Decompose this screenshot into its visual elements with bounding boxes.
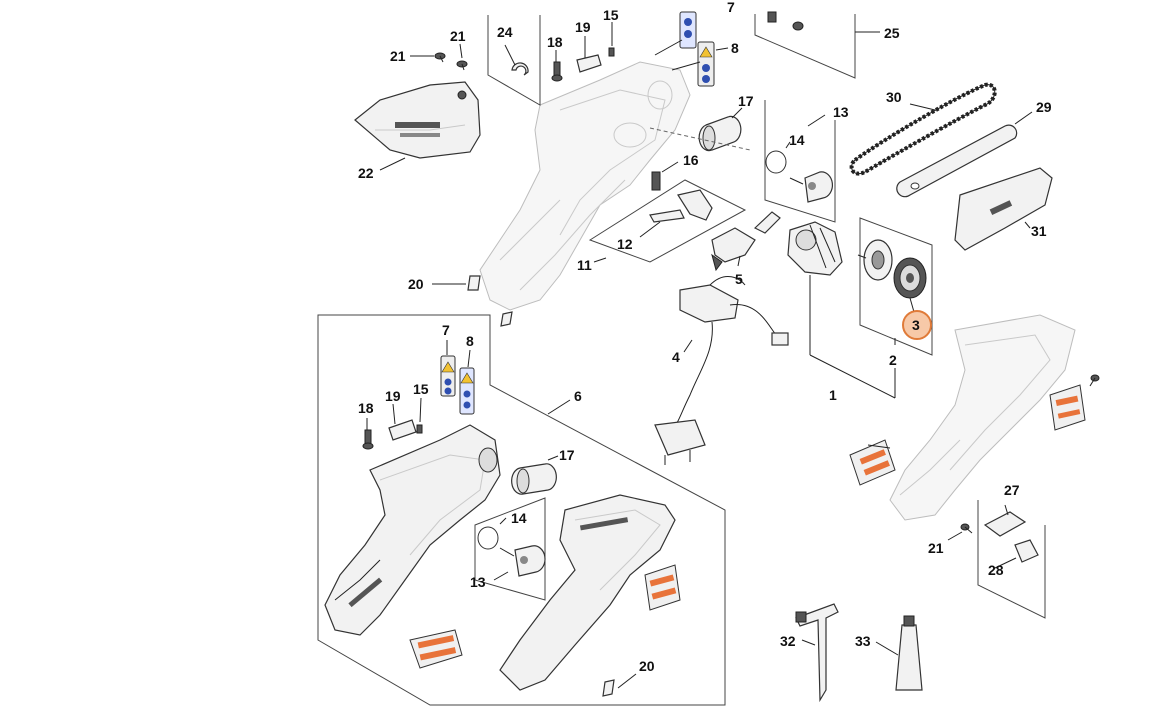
callout-27[interactable]: 27 (1004, 482, 1020, 498)
housing-right-half[interactable] (499, 494, 676, 691)
callout-21-b[interactable]: 21 (450, 28, 466, 44)
housing-upper-ghost (479, 61, 691, 311)
callout-8-top[interactable]: 8 (731, 40, 739, 56)
callout-33[interactable]: 33 (855, 633, 871, 649)
housing-left-half[interactable] (324, 424, 501, 636)
callout-12[interactable]: 12 (617, 236, 633, 252)
bolt-19-bottom[interactable] (388, 419, 417, 441)
plate-27[interactable] (983, 511, 1027, 537)
callout-29[interactable]: 29 (1036, 99, 1052, 115)
callout-3[interactable]: 3 (912, 317, 920, 333)
callout-17-top[interactable]: 17 (738, 93, 754, 109)
sticker-bottom-left[interactable] (409, 629, 463, 669)
oring-14-top[interactable] (765, 150, 787, 174)
screw-18-top[interactable] (551, 61, 563, 82)
callout-25[interactable]: 25 (884, 25, 900, 41)
frame-13-top (764, 100, 836, 223)
sprocket-3[interactable] (893, 257, 927, 299)
sleeve-17-bottom[interactable] (511, 463, 557, 495)
warning-sticker-7-top[interactable] (679, 11, 697, 49)
callout-18-top[interactable]: 18 (547, 34, 563, 50)
callout-32[interactable]: 32 (780, 633, 796, 649)
callout-3-highlight[interactable] (902, 310, 932, 340)
clip-20-bottom[interactable] (602, 679, 615, 697)
callout-21-c[interactable]: 21 (928, 540, 944, 556)
callout-1[interactable]: 1 (829, 387, 837, 403)
screw-21-a[interactable] (434, 52, 446, 63)
clip-24[interactable] (511, 62, 529, 76)
sleeve-17-top[interactable] (698, 115, 742, 152)
cable-harness-4[interactable] (654, 276, 789, 465)
frame-24 (487, 15, 541, 106)
callout-6[interactable]: 6 (574, 388, 582, 404)
callout-19-top[interactable]: 19 (575, 19, 591, 35)
callout-8-bottom[interactable]: 8 (466, 333, 474, 349)
warning-sticker-8-bottom[interactable] (459, 367, 475, 415)
callout-7-top[interactable]: 7 (727, 0, 735, 15)
callout-15-top[interactable]: 15 (603, 7, 619, 23)
combination-wrench-32[interactable] (795, 603, 839, 703)
callout-13-top[interactable]: 13 (833, 104, 849, 120)
grease-tube-33[interactable] (895, 615, 923, 691)
callout-16[interactable]: 16 (683, 152, 699, 168)
callout-18-bottom[interactable]: 18 (358, 400, 374, 416)
callout-17-bottom[interactable]: 17 (559, 447, 575, 463)
pin-15-bottom[interactable] (416, 424, 423, 434)
cover-22[interactable] (354, 81, 481, 159)
housing-right-ghost (889, 314, 1076, 521)
frame-2 (859, 217, 933, 356)
sticker-bottom-right[interactable] (644, 564, 681, 611)
pin-15-top[interactable] (608, 47, 615, 57)
screw-21-c[interactable] (960, 523, 973, 534)
callout-20-bottom[interactable]: 20 (639, 658, 655, 674)
screw-21-b[interactable] (456, 60, 468, 71)
lever-12[interactable] (649, 189, 713, 223)
callout-14-bottom[interactable]: 14 (511, 510, 527, 526)
cap-13-top[interactable] (789, 171, 833, 203)
callout-21-a[interactable]: 21 (390, 48, 406, 64)
callout-2[interactable]: 2 (889, 352, 897, 368)
warning-sticker-8-top[interactable] (697, 41, 715, 87)
frame-27 (977, 500, 1046, 619)
clutch-part-2[interactable] (857, 239, 893, 281)
callout-22[interactable]: 22 (358, 165, 374, 181)
bolt-19-top[interactable] (576, 54, 602, 73)
callout-7-bottom[interactable]: 7 (442, 322, 450, 338)
sticker-right-upper[interactable] (1049, 384, 1086, 431)
callout-labels: 1 2 3 4 5 6 7 7 8 8 11 12 13 13 14 14 15… (358, 0, 1052, 674)
callout-24[interactable]: 24 (497, 24, 513, 40)
frame-11 (588, 179, 747, 263)
callout-13-bottom[interactable]: 13 (470, 574, 486, 590)
sticker-right-lower[interactable] (849, 439, 896, 486)
callout-30[interactable]: 30 (886, 89, 902, 105)
chain-cover-31[interactable] (954, 167, 1053, 251)
callout-11[interactable]: 11 (577, 257, 592, 273)
callout-5[interactable]: 5 (735, 271, 743, 287)
callout-19-bottom[interactable]: 19 (385, 388, 401, 404)
frame-25 (754, 11, 856, 79)
clip-small-mid[interactable] (500, 311, 513, 327)
guide-bar-29[interactable] (896, 124, 1018, 198)
warning-sticker-7-bottom[interactable] (440, 355, 456, 397)
screw-right[interactable] (1089, 374, 1100, 387)
callout-4[interactable]: 4 (672, 349, 680, 365)
callout-20-top[interactable]: 20 (408, 276, 424, 292)
callout-15-bottom[interactable]: 15 (413, 381, 429, 397)
cap-13-bottom[interactable] (499, 545, 546, 577)
screw-18-bottom[interactable] (362, 429, 374, 450)
switch-5[interactable] (711, 211, 781, 272)
pin-16[interactable] (651, 171, 661, 191)
saw-chain-30[interactable] (849, 82, 997, 176)
frame-6 (317, 314, 726, 706)
motor-1[interactable] (787, 221, 843, 276)
frame-13-bottom (474, 497, 546, 601)
callout-31[interactable]: 31 (1031, 223, 1047, 239)
knob-28[interactable] (1014, 539, 1039, 563)
oring-14-bottom[interactable] (477, 526, 499, 550)
callout-28[interactable]: 28 (988, 562, 1004, 578)
clip-20-top[interactable] (467, 275, 481, 291)
callout-14-top[interactable]: 14 (789, 132, 805, 148)
